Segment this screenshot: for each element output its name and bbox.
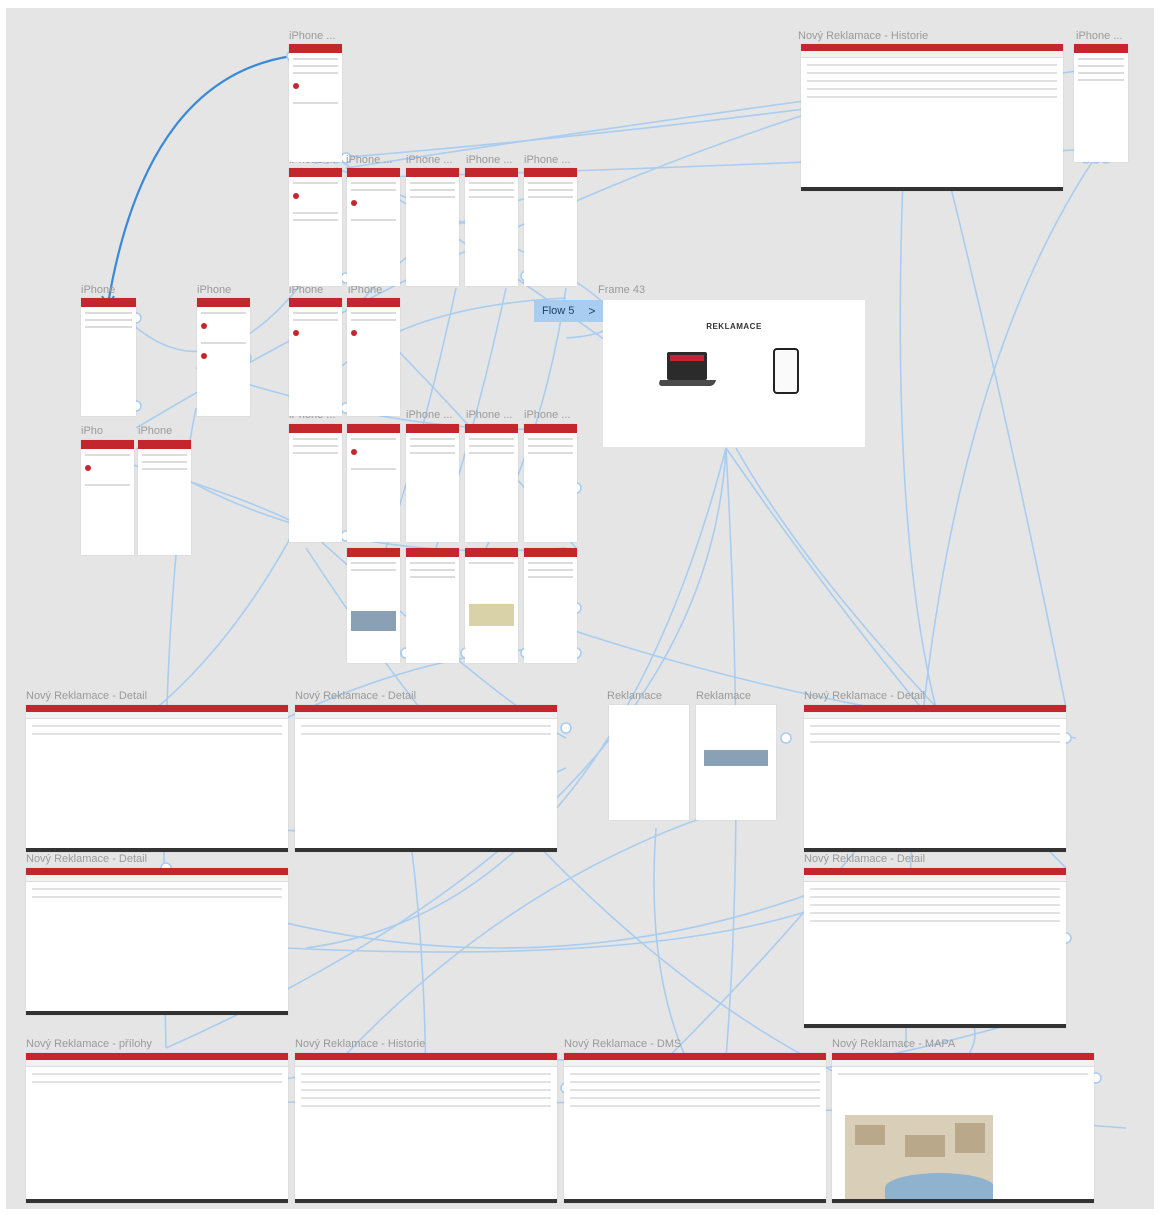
iphone-frame[interactable] [197, 298, 250, 416]
frame-label[interactable]: Nový Reklamace - Detail [295, 690, 417, 702]
prototype-connection [305, 797, 767, 1099]
iphone-frame[interactable] [465, 424, 518, 542]
frame-label[interactable]: iPhone [348, 284, 383, 296]
photo-thumbnail [704, 750, 768, 766]
iphone-frame[interactable] [347, 168, 400, 286]
frame-title: REKLAMACE [706, 322, 762, 331]
frame-label[interactable]: Reklamace [607, 690, 663, 702]
frame-label[interactable]: iPhone ... [346, 154, 393, 166]
frame-label[interactable]: Nový Reklamace - DMS [564, 1038, 682, 1050]
iphone-frame[interactable] [289, 298, 342, 416]
map-preview [845, 1115, 993, 1199]
frame-label[interactable]: iPhone ... [1076, 30, 1123, 42]
frame-label[interactable]: iPhone [289, 284, 324, 296]
frame-43[interactable]: REKLAMACE [603, 300, 865, 447]
prototype-connection [165, 447, 727, 1049]
desktop-frame[interactable] [26, 1053, 288, 1203]
prototype-connection [345, 97, 827, 169]
iphone-frame[interactable] [524, 548, 577, 663]
iphone-frame[interactable] [81, 440, 134, 555]
frame-label[interactable]: iPhone [81, 284, 116, 296]
iphone-frame[interactable] [465, 168, 518, 286]
prototype-connection [195, 367, 567, 431]
reklamace-document-frame[interactable] [696, 705, 776, 820]
prototype-canvas[interactable]: iPhone ... Nový Reklamace - Historie iPh… [6, 8, 1154, 1209]
prototype-connection [105, 457, 307, 529]
frame-label[interactable]: Nový Reklamace - Detail [26, 690, 148, 702]
frame-label[interactable]: iPhone ... [406, 154, 453, 166]
prototype-connection [945, 167, 1067, 709]
desktop-frame[interactable] [295, 705, 557, 852]
flow-label: Flow 5 [542, 305, 575, 317]
iphone-frame[interactable] [347, 298, 400, 416]
iphone-frame[interactable] [406, 548, 459, 663]
iphone-frame[interactable] [465, 548, 518, 663]
desktop-frame[interactable] [801, 44, 1063, 191]
laptop-icon[interactable] [657, 352, 717, 392]
prototype-connection [285, 887, 867, 953]
iphone-frame[interactable] [524, 168, 577, 286]
frame-label[interactable]: iPhone ... [524, 409, 571, 421]
desktop-frame[interactable] [804, 705, 1066, 852]
frame-label[interactable]: Nový Reklamace - Historie [798, 30, 929, 42]
frame-label[interactable]: Nový Reklamace - Detail [804, 853, 926, 865]
frame-label[interactable]: iPhone [197, 284, 232, 296]
iphone-frame[interactable] [289, 424, 342, 542]
iphone-frame[interactable] [524, 424, 577, 542]
map-thumbnail [469, 604, 514, 626]
iphone-frame[interactable] [406, 168, 459, 286]
frame-label[interactable]: iPhone ... [406, 409, 453, 421]
frame-label[interactable]: iPhone ... [289, 30, 336, 42]
frame-label[interactable]: iPhone ... [466, 409, 513, 421]
frame-label[interactable]: Nový Reklamace - MAPA [832, 1038, 956, 1050]
iphone-frame[interactable] [289, 168, 342, 286]
iphone-frame[interactable] [406, 424, 459, 542]
reklamace-document-frame[interactable] [609, 705, 689, 820]
frame-label[interactable]: iPhone ... [466, 154, 513, 166]
desktop-frame[interactable] [26, 868, 288, 1015]
prototype-connection [305, 447, 727, 949]
frame-label[interactable]: Nový Reklamace - Historie [295, 1038, 426, 1050]
connection-hotspot[interactable] [780, 732, 792, 744]
chevron-right-icon: > [588, 304, 596, 318]
frame-label[interactable]: iPho [81, 425, 104, 437]
iphone-frame[interactable] [138, 440, 191, 555]
photo-thumbnail [351, 611, 396, 631]
desktop-frame[interactable] [804, 868, 1066, 1028]
frame-label[interactable]: Reklamace [696, 690, 752, 702]
flow-start-button[interactable]: Flow 5 > [534, 300, 604, 322]
connection-hotspot[interactable] [560, 722, 572, 734]
desktop-frame[interactable] [564, 1053, 826, 1203]
iphone-frame[interactable] [347, 548, 400, 663]
iphone-frame[interactable] [81, 298, 136, 416]
iphone-frame[interactable] [347, 424, 400, 542]
desktop-frame[interactable] [295, 1053, 557, 1203]
frame-label[interactable]: iPhone ... [524, 154, 571, 166]
desktop-frame[interactable] [26, 705, 288, 852]
mobile-phone-icon[interactable] [773, 348, 799, 394]
prototype-connection [653, 827, 687, 1059]
frame-label[interactable]: Nový Reklamace - Detail [804, 690, 926, 702]
iphone-frame[interactable] [289, 44, 342, 162]
frame-label[interactable]: iPhone [138, 425, 173, 437]
prototype-connection [899, 107, 937, 709]
frame-label[interactable]: Nový Reklamace - Detail [26, 853, 148, 865]
iphone-frame[interactable] [1074, 44, 1128, 162]
active-prototype-connection [106, 54, 293, 305]
frame-label[interactable]: Frame 43 [598, 284, 646, 296]
frame-label[interactable]: Nový Reklamace - přílohy [26, 1038, 152, 1050]
